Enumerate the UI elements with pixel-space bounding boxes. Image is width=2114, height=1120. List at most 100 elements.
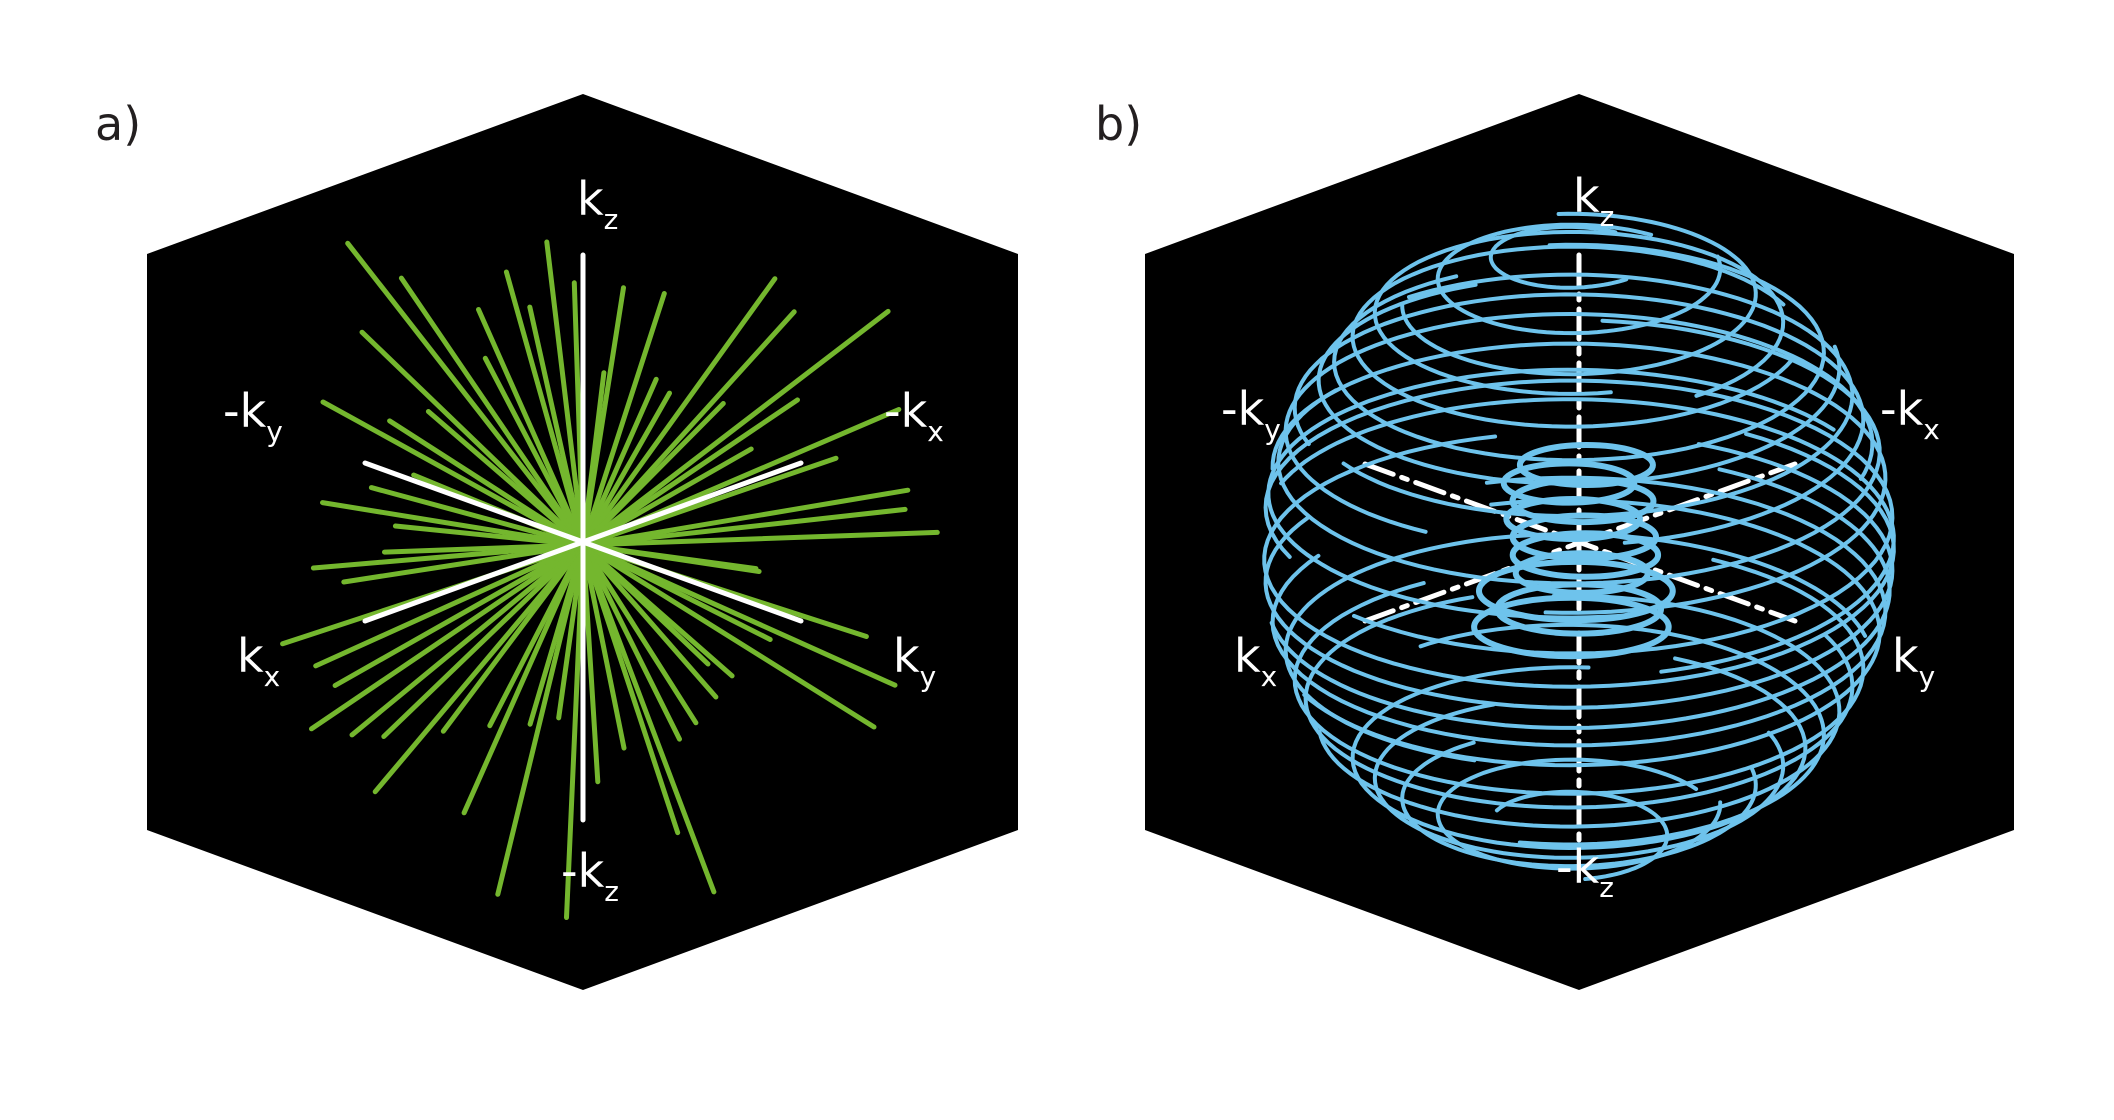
radial-spoke [580, 542, 682, 742]
radial-spoke [580, 542, 898, 688]
panel-b-label-neg-kx-main: -k [1880, 382, 1924, 436]
radial-spoke [580, 542, 711, 667]
radial-spoke [476, 307, 586, 548]
radial-spoke [580, 376, 659, 548]
radial-spoke [580, 308, 891, 548]
panel-b-label-neg-ky-sub: y [1264, 413, 1281, 446]
panel-b-label-ky: ky [1892, 629, 1935, 693]
radial-spoke [580, 276, 778, 548]
spiral-arc [1372, 230, 1786, 398]
spiral-core-loop [1500, 460, 1638, 506]
radial-spoke [503, 269, 586, 548]
panel-a-label-ky-sub: y [920, 660, 937, 693]
radial-spoke [580, 291, 667, 548]
panel-a-label-neg-kx-main: -k [884, 384, 928, 438]
radial-spoke [398, 275, 586, 548]
spiral-arc [1269, 467, 1892, 730]
panel-a-label-kx: kx [237, 629, 280, 693]
panel-a-label-ky: ky [893, 629, 936, 693]
spiral-arc [1292, 292, 1866, 545]
panel-b-spiral-curves [1262, 211, 1896, 881]
panel-b-label-kx-main: k [1234, 629, 1261, 683]
radial-spoke [580, 401, 726, 548]
radial-spoke [381, 542, 586, 739]
radial-spoke [495, 542, 586, 897]
panel-b-letter: b) [1095, 97, 1142, 151]
radial-spoke [359, 329, 586, 548]
panel-a-label-kx-sub: x [264, 660, 281, 693]
spiral-arc [1350, 244, 1794, 429]
radial-spoke [313, 542, 586, 669]
radial-spoke [349, 542, 586, 738]
radial-spoke [580, 285, 626, 548]
spiral-arc [1494, 789, 1670, 881]
radial-spoke [580, 542, 699, 726]
panel-b-label-ky-main: k [1892, 629, 1919, 683]
panel-a-label-neg-ky: -ky [223, 384, 283, 448]
panel-b-axis-kx [1362, 461, 1798, 624]
radial-spoke [580, 542, 773, 642]
spiral-arc [1262, 431, 1896, 689]
panel-b-label-neg-kz-main: -k [1556, 840, 1600, 894]
panel-b-label-kz: kz [1573, 169, 1614, 233]
radial-spoke [527, 304, 586, 548]
panel-b-spiral-trajectory: kz -kz -ky -kx kx ky [1145, 94, 2014, 990]
panel-a-radial-trajectory: kz -kz -ky -kx kx ky [147, 94, 1018, 990]
spiral-arc [1283, 532, 1868, 763]
radial-spoke [556, 542, 586, 721]
panel-a-label-neg-kz-main: -k [561, 844, 605, 898]
spiral-arc [1276, 318, 1882, 586]
panel-a-label-neg-kx: -kx [884, 384, 944, 448]
spiral-arc [1266, 367, 1836, 620]
panel-a-label-neg-ky-main: -k [223, 384, 267, 438]
radial-spoke [564, 542, 586, 920]
radial-spoke [387, 418, 586, 548]
spiral-core-loop [1475, 558, 1676, 624]
radial-spoke [580, 542, 717, 895]
radial-spoke [382, 542, 586, 555]
radial-spoke [544, 239, 586, 548]
spiral-arc [1400, 211, 1758, 377]
panel-b-label-neg-kz-sub: z [1599, 871, 1614, 904]
spiral-arc [1418, 622, 1826, 847]
panel-a-label-kz-sub: z [604, 203, 619, 236]
panel-a-label-neg-ky-sub: y [266, 415, 283, 448]
radial-spoke [580, 455, 839, 548]
spiral-arc [1263, 442, 1895, 710]
panel-a-letter: a) [95, 97, 141, 151]
radial-spoke [368, 485, 586, 548]
spiral-arc [1350, 656, 1808, 851]
radial-spoke [372, 542, 586, 795]
spiral-arc [1488, 224, 1629, 290]
radial-spoke [580, 542, 719, 700]
radial-spoke [345, 240, 586, 548]
panel-a-label-ky-main: k [893, 629, 920, 683]
radial-spoke [580, 390, 672, 548]
panel-a-label-kz: kz [577, 172, 618, 236]
panel-a-label-neg-kz-sub: z [604, 875, 619, 908]
spiral-core-loop [1509, 530, 1662, 580]
panel-b-label-neg-kx-sub: x [1923, 413, 1940, 446]
radial-spoke [580, 446, 754, 548]
spiral-core-loop [1516, 442, 1656, 488]
radial-spoke [580, 487, 911, 548]
radial-spoke [320, 500, 586, 548]
radial-spoke [580, 542, 762, 574]
panel-b-label-kx: kx [1234, 629, 1277, 693]
radial-spoke [487, 542, 586, 729]
panel-b-label-kz-main: k [1573, 169, 1600, 223]
panel-b-label-neg-kx: -kx [1880, 382, 1940, 446]
spiral-core-loop [1509, 476, 1657, 526]
spiral-arc [1316, 282, 1842, 486]
panel-b-label-neg-kz: -kz [1556, 840, 1614, 904]
panel-b-label-neg-ky-main: -k [1221, 382, 1265, 436]
radial-spoke [580, 506, 908, 548]
spiral-arc [1332, 242, 1826, 463]
spiral-arc [1435, 757, 1723, 871]
radial-spoke [332, 542, 586, 688]
spiral-arc [1270, 475, 1888, 748]
radial-spoke [580, 542, 627, 751]
spiral-core-loop [1471, 594, 1672, 660]
radial-spoke [580, 542, 681, 836]
